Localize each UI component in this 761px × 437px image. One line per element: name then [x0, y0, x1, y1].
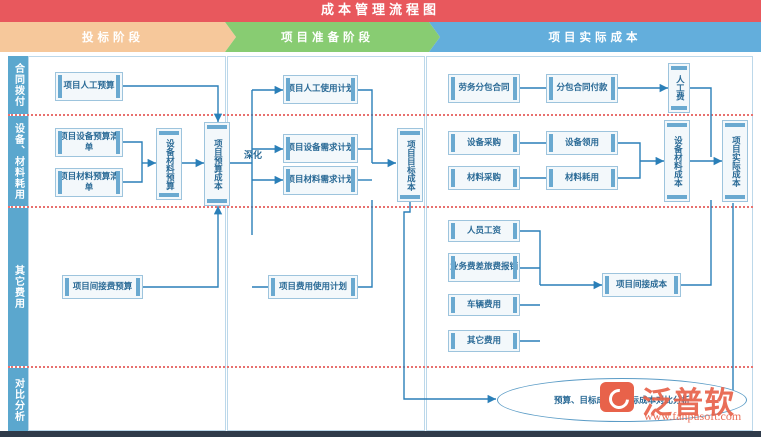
box-material-consume[interactable]: 材料耗用	[546, 166, 618, 190]
box-equip-material-cost[interactable]: 设备材料成本	[664, 120, 690, 202]
box-indirect-cost-budget[interactable]: 项目间接费预算	[62, 275, 143, 299]
box-equipment-demand-plan[interactable]: 项目设备需求计划	[283, 134, 358, 163]
box-actual-cost[interactable]: 项目实际成本	[722, 120, 748, 202]
separator-2	[8, 206, 753, 208]
box-labor-budget[interactable]: 项目人工预算	[55, 72, 123, 101]
label-refine: 深化	[244, 151, 263, 161]
box-other-cost[interactable]: 其它费用	[448, 330, 520, 352]
box-equipment-issue[interactable]: 设备领用	[546, 131, 618, 155]
rail-equipment-material: 设备、材料耗用	[8, 116, 28, 206]
page-title: 成本管理流程图	[320, 3, 440, 18]
separator-1	[8, 114, 753, 116]
box-material-budget-list[interactable]: 项目材料预算清单	[55, 168, 123, 197]
phase-label-bid: 投标阶段	[82, 30, 144, 44]
box-business-travel[interactable]: 业务费差旅费报销	[448, 253, 520, 282]
rail-comparison: 对比分析	[8, 368, 28, 431]
phase-label-actual: 项目实际成本	[548, 30, 642, 44]
box-staff-salary[interactable]: 人员工资	[448, 220, 520, 242]
box-equip-material-budget[interactable]: 设备材料预算	[156, 128, 182, 200]
phase-label-prep: 项目准备阶段	[281, 30, 374, 44]
rail-label-other-cost: 其它费用	[12, 265, 24, 309]
panel-actual	[426, 56, 753, 431]
phase-banner-actual: 项目实际成本	[429, 22, 761, 52]
panel-bid	[28, 56, 226, 431]
phase-banner-bid: 投标阶段	[0, 22, 236, 52]
box-material-purchase[interactable]: 材料采购	[448, 166, 520, 190]
box-equipment-purchase[interactable]: 设备采购	[448, 131, 520, 155]
box-vehicle-cost[interactable]: 车辆费用	[448, 294, 520, 316]
box-material-demand-plan[interactable]: 项目材料需求计划	[283, 166, 358, 195]
box-labor-subcontract[interactable]: 劳务分包合同	[448, 74, 520, 103]
rail-label-contract-payment: 合同拨付	[12, 63, 24, 107]
rail-label-equipment-material: 设备、材料耗用	[12, 122, 24, 200]
box-target-cost[interactable]: 项目目标成本	[397, 128, 423, 202]
box-labor-cost[interactable]: 人工费	[668, 63, 690, 113]
box-cost-use-plan[interactable]: 项目费用使用计划	[268, 275, 358, 299]
rail-label-comparison: 对比分析	[12, 377, 24, 422]
chart-title-bar: 成本管理流程图	[0, 0, 761, 22]
oval-comparison-analysis[interactable]: 预算、目标成本、实际成本对比分析	[497, 378, 747, 422]
box-project-budget-cost[interactable]: 项目预算成本	[204, 122, 230, 206]
separator-3	[8, 366, 753, 368]
phase-banner-prep: 项目准备阶段	[225, 22, 440, 52]
box-subcontract-payment[interactable]: 分包合同付款	[546, 74, 618, 103]
box-labor-use-plan[interactable]: 项目人工使用计划	[283, 75, 358, 104]
panel-prep	[227, 56, 425, 431]
box-equipment-budget-list[interactable]: 项目设备预算清单	[55, 128, 123, 157]
box-indirect-cost[interactable]: 项目间接成本	[602, 273, 681, 297]
rail-other-cost: 其它费用	[8, 208, 28, 366]
rail-contract-payment: 合同拨付	[8, 56, 28, 114]
